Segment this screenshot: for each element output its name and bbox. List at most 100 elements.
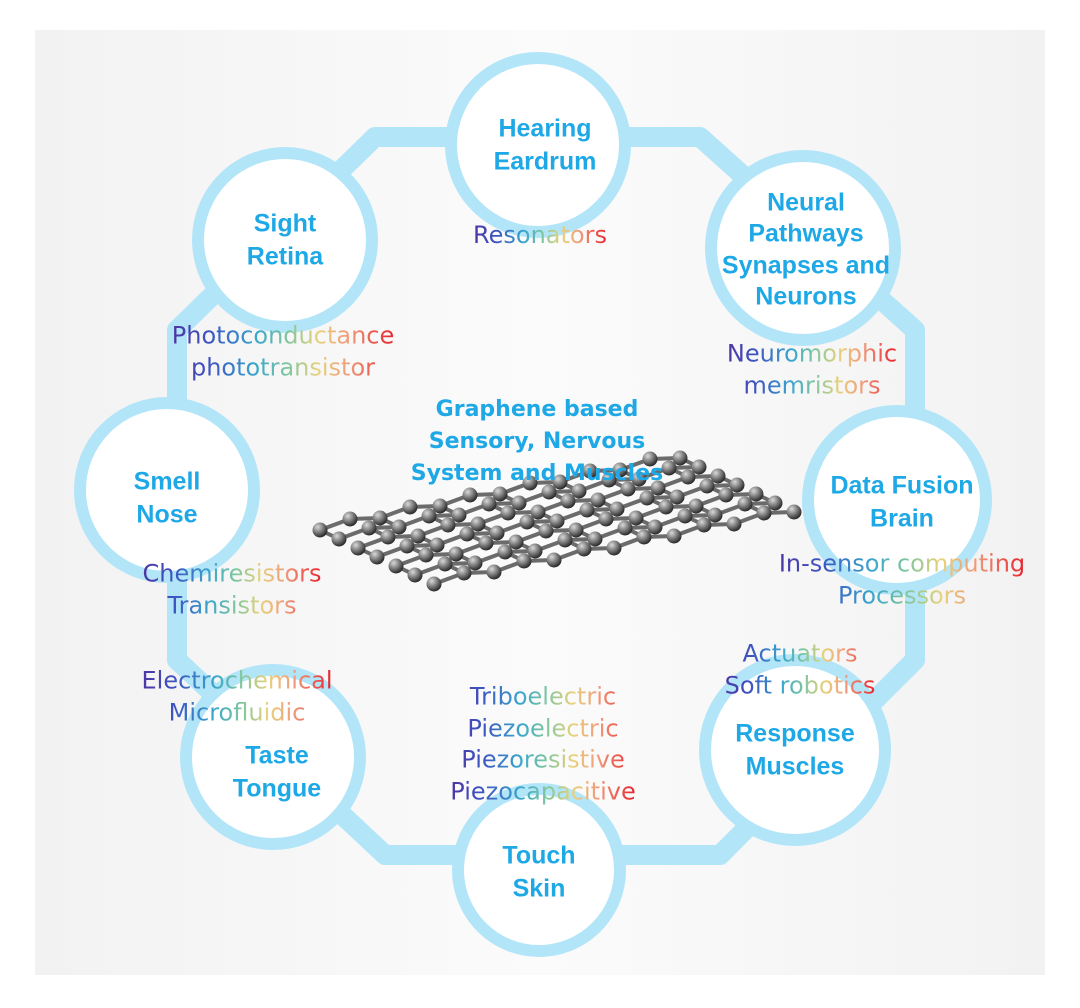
carbon-atom: [331, 531, 347, 547]
carbon-atom: [661, 460, 677, 476]
carbon-atom: [666, 528, 682, 544]
carbon-atom: [691, 459, 707, 475]
tech-label-muscles: Actuators Soft robotics: [725, 638, 876, 701]
tech-line: phototransistor: [172, 352, 394, 384]
tech-line: Actuators: [725, 638, 876, 670]
tech-line: Neuromorphic: [727, 338, 897, 370]
carbon-atom: [552, 474, 568, 490]
tech-label-tongue: Electrochemical Microfluidic: [141, 665, 332, 728]
tech-line: memristors: [727, 370, 897, 402]
node-title-line: Response: [735, 719, 855, 748]
node-title-line: Skin: [512, 874, 566, 902]
carbon-atom: [342, 511, 358, 527]
node-circle-hearing: [445, 52, 631, 238]
carbon-atom: [546, 552, 562, 568]
carbon-atom: [557, 532, 573, 548]
tech-label-hearing: Resonators: [473, 220, 607, 252]
carbon-atom: [601, 472, 617, 488]
carbon-atom: [399, 538, 415, 554]
tech-line: In-sensor computing: [779, 548, 1025, 580]
tech-line: Piezoresistive: [450, 745, 635, 777]
carbon-atom: [388, 558, 404, 574]
carbon-atom: [617, 520, 633, 536]
carbon-atom: [568, 522, 584, 538]
center-title-line: Sensory, Nervous: [428, 429, 646, 455]
circles-group: [74, 52, 992, 957]
carbon-atom: [451, 507, 467, 523]
carbon-atom: [459, 526, 475, 542]
carbon-atom: [511, 495, 527, 511]
carbon-atom: [786, 504, 802, 520]
carbon-atom: [748, 486, 764, 502]
carbon-atom: [500, 505, 516, 521]
carbon-atom: [380, 529, 396, 545]
node-title-line: Touch: [502, 841, 576, 870]
tech-label-brain: In-sensor computing Processors: [779, 548, 1025, 611]
carbon-atom: [448, 546, 464, 562]
carbon-atom: [756, 505, 772, 521]
carbon-atom: [478, 535, 494, 551]
carbon-atom: [530, 504, 546, 520]
carbon-atom: [650, 480, 666, 496]
node-title-neural: Neural Pathways Synapses and Neurons: [722, 188, 890, 313]
node-title-line: Brain: [870, 504, 934, 532]
carbon-atom: [677, 508, 693, 524]
carbon-atom: [696, 517, 712, 533]
carbon-atom: [636, 529, 652, 545]
carbon-atom: [312, 522, 328, 538]
carbon-atom: [767, 495, 783, 511]
carbon-atom: [579, 502, 595, 518]
carbon-atom: [729, 477, 745, 493]
carbon-atom: [549, 513, 565, 529]
tech-line: Electrochemical: [141, 665, 332, 697]
carbon-atom: [350, 540, 366, 556]
node-title-line: Taste: [245, 741, 309, 770]
carbon-atom: [538, 523, 554, 539]
carbon-atom: [369, 549, 385, 565]
node-title-line: Eardrum: [493, 147, 597, 175]
carbon-atom: [402, 499, 418, 515]
node-title-line: Hearing: [498, 114, 592, 143]
tech-label-retina: Photoconductance phototransistor: [172, 320, 394, 383]
node-title-retina: Sight Retina: [247, 208, 323, 273]
node-title-line: Smell: [133, 467, 201, 496]
carbon-atom: [628, 510, 644, 526]
carbon-atom: [737, 496, 753, 512]
carbon-atom: [598, 511, 614, 527]
tech-line: Triboelectric: [450, 682, 635, 714]
node-title-skin: Touch Skin: [502, 840, 575, 905]
node-title-line: Nose: [136, 500, 198, 528]
tech-line: Photoconductance: [172, 320, 394, 352]
tech-line: Piezocapacitive: [450, 777, 635, 809]
node-title-nose: Smell Nose: [134, 466, 201, 531]
tech-line: Chemiresistors: [142, 558, 321, 590]
carbon-atom: [707, 507, 723, 523]
node-title-line: Neural: [767, 188, 845, 217]
tech-line: Soft robotics: [725, 670, 876, 702]
node-circle-skin: [452, 783, 626, 957]
carbon-atom: [672, 450, 688, 466]
node-title-line: Muscles: [745, 752, 845, 780]
carbon-atom: [688, 498, 704, 514]
node-circle-nose: [74, 397, 260, 583]
center-title-line: Graphene based: [435, 397, 639, 423]
node-circle-retina: [192, 147, 378, 333]
carbon-atom: [541, 484, 557, 500]
carbon-atom: [680, 469, 696, 485]
tech-line: Resonators: [473, 220, 607, 252]
carbon-atom: [429, 537, 445, 553]
tech-line: Microfluidic: [141, 697, 332, 729]
node-title-line: Synapses and: [721, 251, 891, 279]
carbon-atom: [508, 534, 524, 550]
carbon-atom: [582, 463, 598, 479]
carbon-atom: [609, 501, 625, 517]
tech-line: Processors: [779, 580, 1025, 612]
carbon-atom: [571, 483, 587, 499]
carbon-atom: [467, 555, 483, 571]
carbon-atom: [481, 496, 497, 512]
node-title-hearing: Hearing Eardrum: [494, 113, 597, 178]
tech-line: Piezoelectric: [450, 713, 635, 745]
carbon-atom: [718, 487, 734, 503]
carbon-atom: [642, 451, 658, 467]
